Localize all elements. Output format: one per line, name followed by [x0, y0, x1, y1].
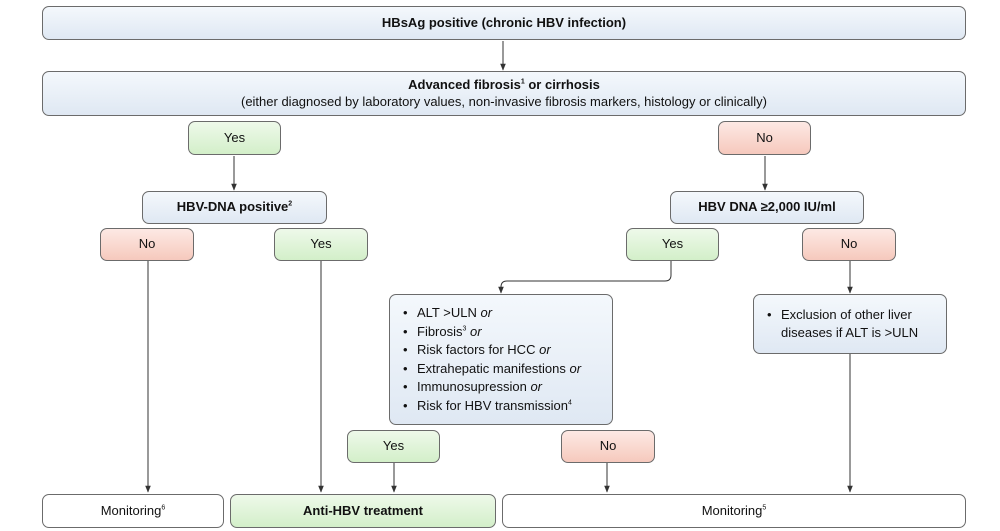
- hbv-dna-yes-box: Yes: [274, 228, 368, 261]
- fibrosis-question-subtitle: (either diagnosed by laboratory values, …: [240, 93, 767, 109]
- hbv-dna-2000-box: HBV DNA ≥2,000 IU/ml: [670, 191, 864, 224]
- criteria-item: Risk factors for HCC or: [403, 341, 581, 360]
- fibrosis-question-box: Advanced fibrosis1 or cirrhosis (either …: [42, 71, 966, 116]
- treatment-criteria-list: ALT >ULN or Fibrosis3 or Risk factors fo…: [403, 304, 581, 415]
- root-box-text: HBsAg positive (chronic HBV infection): [381, 14, 627, 30]
- fibrosis-no-box: No: [718, 121, 811, 155]
- root-box-hbsag-positive: HBsAg positive (chronic HBV infection): [42, 6, 966, 40]
- fibrosis-question-title: Advanced fibrosis1 or cirrhosis: [408, 77, 600, 93]
- anti-hbv-treatment-box: Anti-HBV treatment: [230, 494, 496, 528]
- monitoring-right-text: Monitoring5: [701, 502, 767, 518]
- criteria-item: Immunosupression or: [403, 378, 581, 397]
- criteria-yes-box: Yes: [347, 430, 440, 463]
- hbv-dna-positive-box: HBV-DNA positive2: [142, 191, 327, 224]
- hbv-dna-2000-yes-box: Yes: [626, 228, 719, 261]
- hbv-dna-no-box: No: [100, 228, 194, 261]
- criteria-item: Risk for HBV transmission4: [403, 397, 581, 416]
- criteria-item: ALT >ULN or: [403, 304, 581, 323]
- exclusion-box: Exclusion of other liver diseases if ALT…: [753, 294, 947, 354]
- monitoring-right-box: Monitoring5: [502, 494, 966, 528]
- criteria-item: Fibrosis3 or: [403, 323, 581, 342]
- treatment-criteria-box: ALT >ULN or Fibrosis3 or Risk factors fo…: [389, 294, 613, 425]
- fibrosis-yes-box: Yes: [188, 121, 281, 155]
- exclusion-item: Exclusion of other liver diseases if ALT…: [767, 306, 938, 343]
- arrow-yes-to-criteria: [498, 261, 672, 294]
- hbv-dna-positive-text: HBV-DNA positive2: [176, 199, 293, 215]
- monitoring-left-text: Monitoring6: [100, 502, 166, 518]
- hbv-dna-2000-no-box: No: [802, 228, 896, 261]
- monitoring-left-box: Monitoring6: [42, 494, 224, 528]
- exclusion-list: Exclusion of other liver diseases if ALT…: [767, 306, 938, 343]
- criteria-no-box: No: [561, 430, 655, 463]
- criteria-item: Extrahepatic manifestions or: [403, 360, 581, 379]
